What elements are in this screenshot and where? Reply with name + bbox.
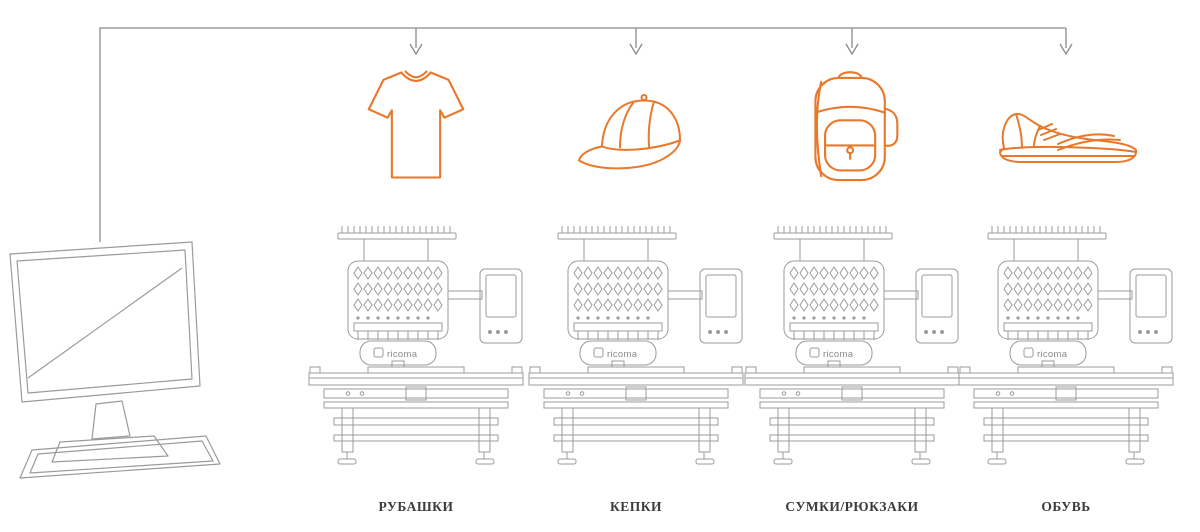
shoe-icon	[992, 94, 1142, 170]
embroidery-machine	[528, 221, 744, 473]
monitor-base	[51, 435, 169, 463]
embroidery-machine	[308, 221, 524, 473]
keyboard-outline	[19, 435, 221, 479]
category-label: ОБУВЬ	[1041, 499, 1091, 514]
category-label: КЕПКИ	[609, 499, 663, 514]
arrow-down-icon	[1059, 28, 1073, 56]
embroidery-machine	[744, 221, 960, 473]
keyboard-inner-line	[29, 440, 214, 474]
monitor-outline	[9, 241, 201, 403]
arrow-down-icon	[409, 28, 423, 56]
embroidery-machine	[958, 221, 1174, 473]
arrow-down-icon	[845, 28, 859, 56]
screen-reflection	[27, 267, 183, 379]
arrow-down-icon	[629, 28, 643, 56]
category-label: СУМКИ/РЮКЗАКИ	[785, 499, 919, 514]
monitor-screen	[16, 249, 193, 394]
category-label: РУБАШКИ	[378, 499, 454, 514]
backpack-icon	[800, 66, 906, 192]
cap-icon	[572, 84, 702, 190]
tshirt-icon	[352, 62, 480, 188]
computer-illustration	[2, 238, 240, 488]
monitor-stand	[91, 400, 131, 440]
distribution-line	[99, 27, 1066, 242]
